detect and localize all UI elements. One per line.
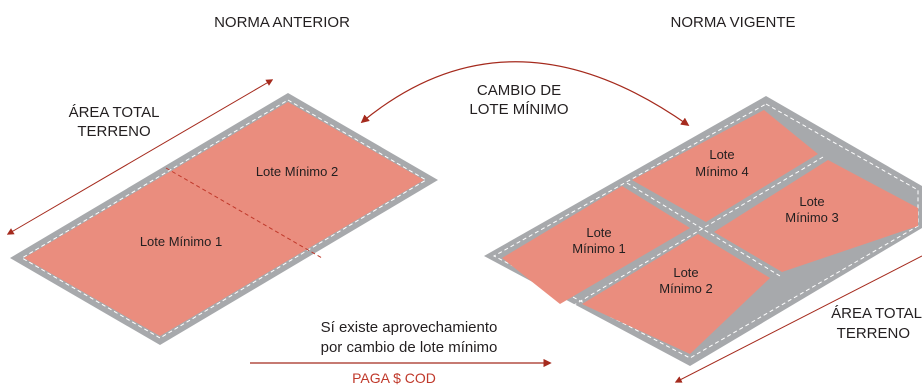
heading-norma-vigente: NORMA VIGENTE bbox=[670, 14, 795, 31]
right-lot-3-label-line1: Lote bbox=[799, 194, 824, 209]
left-parcel: Lote Mínimo 2 Lote Mínimo 1 bbox=[10, 93, 438, 345]
right-lot-3-label-line2: Mínimo 3 bbox=[785, 210, 838, 225]
left-area-label-line2: TERRENO bbox=[77, 123, 150, 140]
right-lot-3 bbox=[714, 160, 918, 272]
left-lot-1-label: Lote Mínimo 1 bbox=[140, 234, 222, 249]
right-lot-2 bbox=[582, 234, 770, 354]
right-lot-1-label-line1: Lote bbox=[586, 225, 611, 240]
right-lot-1-label-line2: Mínimo 1 bbox=[572, 241, 625, 256]
left-area-label-line1: ÁREA TOTAL bbox=[69, 104, 160, 121]
right-area-label-line1: ÁREA TOTAL bbox=[831, 305, 922, 322]
note-line1: Sí existe aprovechamiento bbox=[321, 319, 498, 336]
right-lot-1 bbox=[502, 186, 690, 304]
change-label-line1: CAMBIO DE bbox=[477, 82, 561, 99]
right-road-dash-1 bbox=[626, 182, 781, 277]
right-road-dash-2 bbox=[573, 156, 824, 306]
right-area-label-line2: TERRENO bbox=[837, 325, 910, 342]
right-lot-4 bbox=[632, 110, 818, 222]
right-area-dimension-arrow bbox=[674, 255, 922, 383]
right-lot-2-label-line1: Lote bbox=[673, 265, 698, 280]
pay-label: PAGA $ COD bbox=[352, 370, 436, 386]
note-line2: por cambio de lote mínimo bbox=[321, 339, 498, 356]
right-lot-2-label-line2: Mínimo 2 bbox=[659, 281, 712, 296]
change-arrow bbox=[360, 61, 690, 126]
change-label-line2: LOTE MÍNIMO bbox=[469, 101, 568, 118]
right-lot-4-label-line2: Mínimo 4 bbox=[695, 164, 748, 179]
heading-norma-anterior: NORMA ANTERIOR bbox=[214, 14, 350, 31]
left-lot-2-label: Lote Mínimo 2 bbox=[256, 164, 338, 179]
right-parcel: Lote Mínimo 1 Lote Mínimo 2 Lote Mínimo … bbox=[484, 96, 922, 366]
right-lot-4-label-line1: Lote bbox=[709, 147, 734, 162]
left-area-dimension-arrow bbox=[6, 79, 274, 235]
